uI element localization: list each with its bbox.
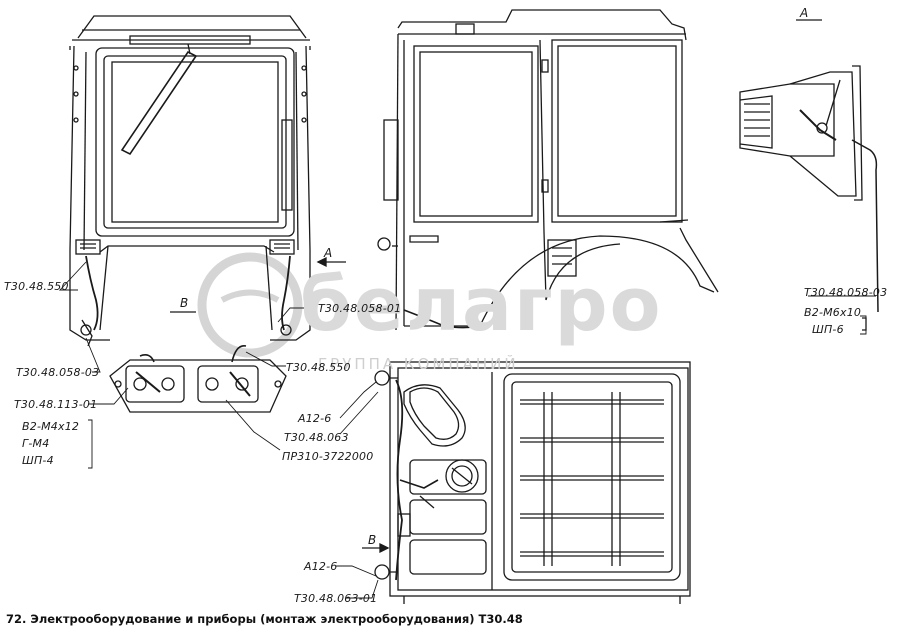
cab-side-view: [377, 9, 719, 331]
cab-plan-view: [374, 361, 691, 604]
callout-washer-shp4: ШП-4: [22, 454, 54, 467]
callout-t30-48-550-right: Т30.48.550: [286, 361, 351, 374]
callout-t30-48-113-01: Т30.48.113-01: [14, 398, 98, 411]
callout-t30-48-058-03-left: Т30.48.058-03: [16, 366, 100, 379]
callout-t30-48-058-01: Т30.48.058-01: [318, 302, 402, 315]
callout-t30-48-063: Т30.48.063: [284, 431, 349, 444]
callout-washer-shp6: ШП-6: [812, 323, 844, 336]
section-arrow-a: [316, 256, 346, 268]
leader-lines: [58, 261, 876, 599]
callout-nut-m4: Г-М4: [22, 437, 50, 450]
callout-t30-48-550-left: Т30.48.550: [4, 280, 69, 293]
figure-caption: 72. Электрооборудование и приборы (монта…: [6, 612, 523, 626]
callout-t30-48-058-03-right: Т30.48.058-03: [804, 286, 888, 299]
callout-t30-48-063-01: Т30.48.063-01: [294, 592, 378, 605]
view-label-a-detail: A: [800, 6, 809, 20]
view-label-a-arrow: A: [324, 246, 333, 260]
callout-a12-6-top: А12-6: [298, 412, 332, 425]
callout-pr310-3722000: ПР310-3722000: [282, 450, 374, 463]
section-arrow-b: [362, 542, 390, 554]
callout-bolt-m4x12: В2-М4х12: [22, 420, 80, 433]
view-a-lamp: [739, 19, 879, 331]
view-label-b-bottom: B: [368, 533, 377, 547]
callout-bolt-m6x10: В2-М6х10: [804, 306, 862, 319]
switch-panel: [109, 345, 287, 413]
callout-a12-6-bottom: А12-6: [304, 560, 338, 573]
cab-front-view: [69, 15, 311, 347]
watermark-logo: [197, 252, 303, 358]
view-label-b-left: B: [180, 296, 189, 310]
